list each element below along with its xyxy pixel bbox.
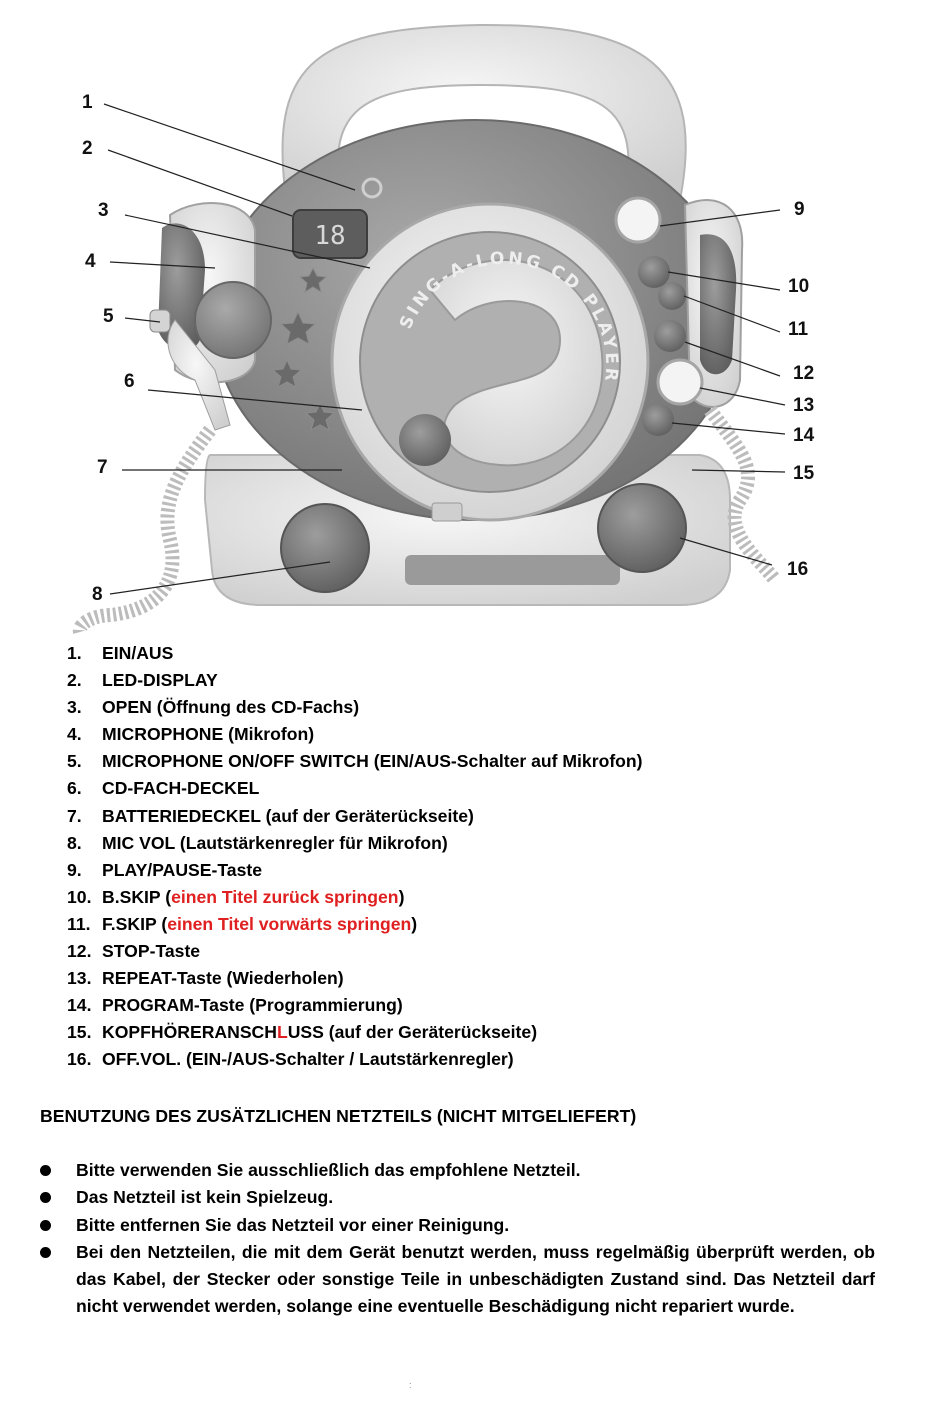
callout-11: 11 xyxy=(788,319,809,340)
list-item: 15.KOPFHÖRERANSCHLUSS (auf der Geräterüc… xyxy=(67,1022,538,1043)
list-item: 4.MICROPHONE (Mikrofon) xyxy=(67,724,315,745)
list-item: 5.MICROPHONE ON/OFF SWITCH (EIN/AUS-Scha… xyxy=(67,751,643,772)
mic-handle xyxy=(167,319,231,431)
callout-16: 16 xyxy=(787,559,809,580)
callout-6: 6 xyxy=(124,371,135,392)
callout-3: 3 xyxy=(98,200,109,221)
b-skip-button[interactable] xyxy=(638,256,670,288)
callout-9: 9 xyxy=(794,199,805,220)
right-earcup-dark xyxy=(700,234,737,375)
microphone-icon xyxy=(194,281,272,359)
play-pause-button[interactable] xyxy=(614,196,662,244)
star-decorations xyxy=(271,266,336,432)
repeat-button[interactable] xyxy=(656,358,704,406)
stop-button[interactable] xyxy=(654,320,686,352)
callout-2: 2 xyxy=(82,138,93,159)
callout-13: 13 xyxy=(793,395,815,416)
footer-mark: : xyxy=(409,1380,412,1390)
brand-badge xyxy=(431,502,463,522)
section-heading: BENUTZUNG DES ZUSÄTZLICHEN NETZTEILS (NI… xyxy=(40,1106,637,1126)
bullet-icon xyxy=(40,1219,51,1231)
list-item: 2.LED-DISPLAY xyxy=(67,670,218,691)
right-coiled-cable xyxy=(704,405,781,585)
bullet-icon xyxy=(40,1192,51,1204)
highlight-text: einen Titel zurück springen xyxy=(171,886,399,907)
callout-leader-lines xyxy=(103,103,786,595)
list-item: 8.MIC VOL (Lautstärkenregler für Mikrofo… xyxy=(67,832,448,853)
cd-player-illustration: 18 SING-A-LONG CD PLAYER xyxy=(72,23,786,634)
callout-10: 10 xyxy=(788,276,810,297)
cd-lid-swirl xyxy=(428,259,604,467)
callout-12: 12 xyxy=(793,363,815,384)
f-skip-button[interactable] xyxy=(658,282,686,310)
open-button[interactable] xyxy=(399,414,451,466)
list-item: 6.CD-FACH-DECKEL xyxy=(67,778,260,799)
callout-4: 4 xyxy=(85,251,96,272)
bullet-icon xyxy=(40,1246,51,1258)
list-item: 11.F.SKIP (einen Titel vorwärts springen… xyxy=(67,913,418,934)
callout-8: 8 xyxy=(92,584,103,605)
list-item: 3.OPEN (Öffnung des CD-Fachs) xyxy=(67,697,360,718)
power-button[interactable] xyxy=(361,177,383,199)
callout-1: 1 xyxy=(82,92,93,113)
program-button[interactable] xyxy=(642,404,674,436)
parts-list: 1.EIN/AUS 2.LED-DISPLAY 3.OPEN (Öffnung … xyxy=(67,640,643,1074)
list-item: 10.B.SKIP (einen Titel zurück springen) xyxy=(67,886,405,907)
carry-handle xyxy=(281,23,687,202)
list-item: Bitte entfernen Sie das Netzteil vor ein… xyxy=(40,1212,875,1239)
list-item: Bei den Netzteilen, die mit dem Gerät be… xyxy=(40,1239,875,1321)
list-item: 14.PROGRAM-Taste (Programmierung) xyxy=(67,995,403,1016)
base-slot xyxy=(405,555,620,585)
list-item: 12.STOP-Taste xyxy=(67,941,201,962)
callout-5: 5 xyxy=(103,306,114,327)
led-display-digits: 18 xyxy=(314,221,345,251)
callout-14: 14 xyxy=(793,425,815,446)
mic-vol-knob[interactable] xyxy=(280,503,370,593)
list-item: Das Netzteil ist kein Spielzeug. xyxy=(40,1184,875,1211)
device-diagram: 18 SING-A-LONG CD PLAYER xyxy=(0,0,950,640)
list-item: 9.PLAY/PAUSE-Taste xyxy=(67,859,263,880)
list-item: 7.BATTERIEDECKEL (auf der Geräterückseit… xyxy=(67,805,474,826)
list-item: 16.OFF.VOL. (EIN-/AUS-Schalter / Lautstä… xyxy=(67,1049,514,1070)
callout-7: 7 xyxy=(97,457,108,478)
callout-15: 15 xyxy=(793,463,815,484)
off-vol-knob[interactable] xyxy=(597,483,687,573)
left-coiled-cable xyxy=(72,425,216,634)
highlight-text: einen Titel vorwärts springen xyxy=(167,913,412,934)
highlight-text: L xyxy=(276,1022,288,1043)
list-item: 1.EIN/AUS xyxy=(67,643,174,663)
list-item: Bitte verwenden Sie ausschließlich das e… xyxy=(40,1157,875,1184)
bullet-list: Bitte verwenden Sie ausschließlich das e… xyxy=(40,1157,875,1321)
bullet-icon xyxy=(40,1165,51,1176)
list-item: 13.REPEAT-Taste (Wiederholen) xyxy=(67,968,344,989)
led-display xyxy=(292,209,368,259)
